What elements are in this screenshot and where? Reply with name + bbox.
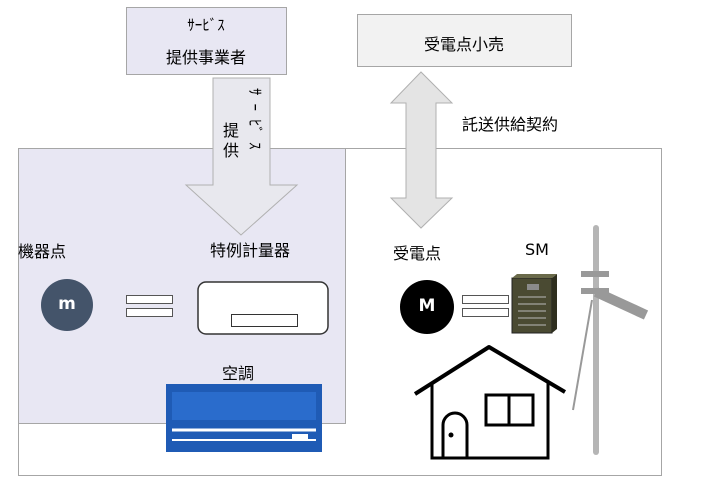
retail-box	[357, 14, 572, 67]
provider-box	[126, 7, 287, 75]
equals-bar	[126, 295, 173, 304]
equals-bar	[462, 308, 509, 317]
service-down-arrow	[184, 77, 299, 236]
receiving-meter-circle	[400, 280, 454, 334]
door-knob	[448, 432, 454, 438]
contract-double-arrow	[389, 71, 454, 229]
service-arrow-label-a: 提供	[220, 122, 239, 162]
air-conditioner-icon	[166, 384, 322, 452]
provider-label-line2: 提供事業者	[165, 48, 246, 67]
provider-label-line1: ｻｰﾋﾞｽ	[187, 16, 225, 34]
device-point-label: 機器点	[18, 242, 67, 261]
special-meter-label: 特例計量器	[210, 241, 291, 260]
device-meter-circle	[41, 279, 93, 331]
smart-meter-label: SM	[525, 240, 549, 259]
retail-label: 受電点小売	[423, 35, 504, 54]
utility-pole-icon	[572, 225, 649, 455]
contract-label: 託送供給契約	[462, 115, 559, 134]
house-icon	[413, 345, 567, 460]
special-meter-display	[231, 314, 298, 327]
device-meter-symbol: m	[58, 294, 76, 314]
receiving-point-label: 受電点	[393, 244, 442, 263]
receiving-meter-symbol: M	[418, 296, 436, 316]
equals-bar	[126, 308, 173, 317]
aircon-label: 空調	[222, 364, 255, 383]
smart-meter-icon	[511, 274, 557, 334]
equals-bar	[462, 295, 509, 304]
service-arrow-label-b: ｻｰﾋﾞｽ	[246, 88, 264, 158]
